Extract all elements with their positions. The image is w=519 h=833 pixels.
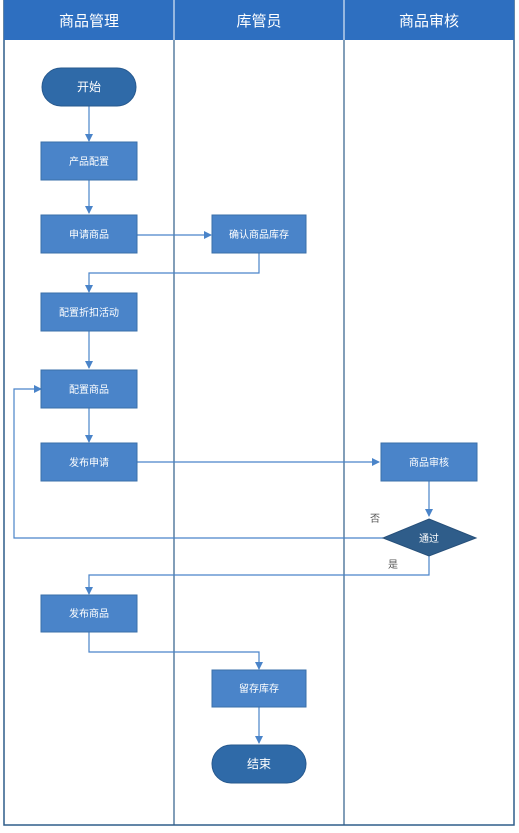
confirm-stock-label: 确认商品库存 [229,228,289,241]
lane-title-product-review: 商品审核 [399,12,459,30]
pass-decision-diamond [381,518,478,557]
node-publish-product: 发布商品 [40,594,138,633]
node-config-product: 配置商品 [40,369,138,409]
publish-product-box [40,594,138,633]
config-discount-label: 配置折扣活动 [59,306,119,319]
product-config-box [40,141,138,181]
product-review-label: 商品审核 [409,456,449,469]
node-pass-decision: 通过 [381,518,478,557]
apply-product-label: 申请商品 [69,228,109,241]
reserve-stock-label: 留存库存 [239,682,279,695]
node-apply-product: 申请商品 [40,214,138,254]
edge-publish-to-reserve-stock [88,632,263,670]
lane-title-product-management: 商品管理 [59,12,119,30]
edge-confirm-stock-to-discount [85,253,260,293]
lane-title-warehouse-keeper: 库管员 [236,12,281,30]
publish-request-box [40,442,138,482]
lane-header-warehouse-keeper [174,0,344,40]
lane-header-product-review [344,0,514,40]
node-config-discount: 配置折扣活动 [40,292,138,332]
confirm-stock-box [211,214,307,254]
node-confirm-stock: 确认商品库存 [211,214,307,254]
end-label: 结束 [247,757,271,771]
node-product-config: 产品配置 [40,141,138,181]
node-publish-request: 发布申请 [40,442,138,482]
connectors [13,106,433,744]
end-terminal-shape [211,744,307,784]
pass-decision-label: 通过 [419,532,439,545]
publish-product-label: 发布商品 [69,607,109,620]
apply-product-box [40,214,138,254]
edge-label-no: 否 [370,513,380,525]
lane-header-product-management [4,0,174,40]
config-product-box [40,369,138,409]
start-terminal-shape [41,67,137,107]
node-start: 开始 [41,67,137,107]
start-label: 开始 [77,80,101,94]
config-product-label: 配置商品 [69,383,109,396]
nodes: 开始 产品配置 申请商品 确认商品库存 配置折扣活动 [40,67,478,784]
reserve-stock-box [211,669,307,708]
node-product-review: 商品审核 [380,442,478,482]
lanes: 商品管理 库管员 商品审核 [3,0,515,826]
product-review-box [380,442,478,482]
lane-outer-frame [3,0,515,826]
config-discount-box [40,292,138,332]
edge-label-yes: 是 [388,559,398,571]
node-reserve-stock: 留存库存 [211,669,307,708]
edge-decision-yes [85,556,430,595]
edge-decision-no [13,385,383,539]
node-end: 结束 [211,744,307,784]
product-config-label: 产品配置 [69,155,109,168]
publish-request-label: 发布申请 [69,456,109,469]
